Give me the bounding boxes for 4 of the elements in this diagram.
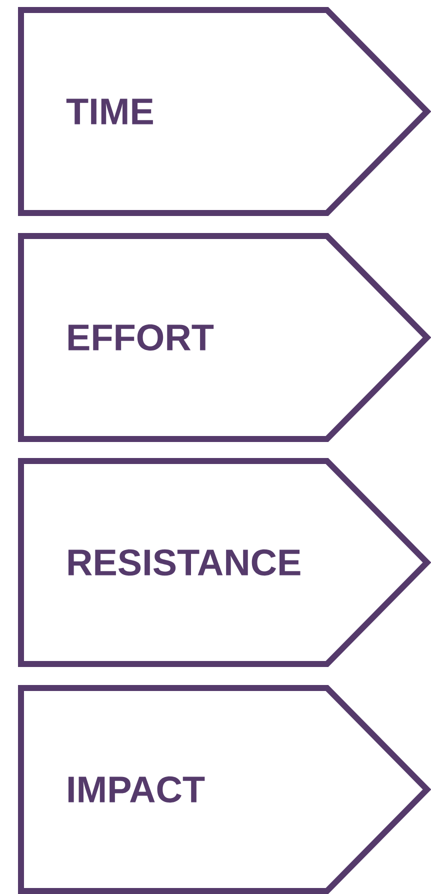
arrow-box: IMPACT: [18, 685, 431, 894]
arrow-box: EFFORT: [18, 233, 431, 442]
arrow-box: RESISTANCE: [18, 458, 431, 667]
arrow-box: TIME: [18, 7, 431, 216]
